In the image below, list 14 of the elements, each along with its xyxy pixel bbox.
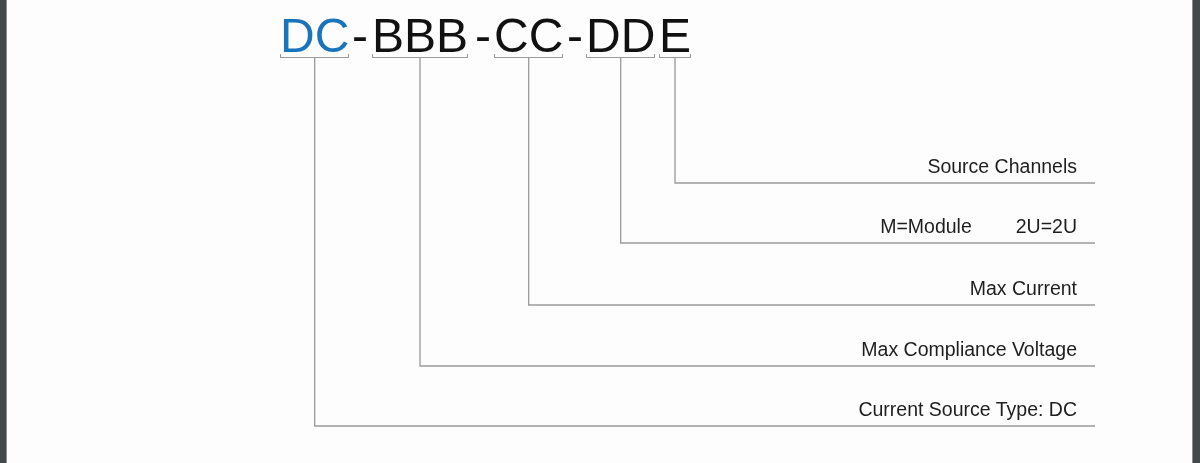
hyphen: - xyxy=(352,14,368,58)
hyphen: - xyxy=(475,14,491,58)
spec-label: Current Source Type: DC xyxy=(858,398,1095,426)
spec-label: Max Compliance Voltage xyxy=(861,338,1095,366)
hyphen: - xyxy=(567,14,583,58)
spec-label: Source Channels xyxy=(927,155,1095,183)
leader-line xyxy=(419,57,1096,367)
spec-label: M=Module xyxy=(880,215,972,238)
spec-label: Max Current xyxy=(969,277,1095,305)
leader-line xyxy=(314,57,1096,427)
leader-line xyxy=(674,57,1096,184)
leader-line xyxy=(528,57,1096,306)
spec-label: 2U=2U xyxy=(1015,215,1077,238)
leader-line xyxy=(620,57,1096,244)
